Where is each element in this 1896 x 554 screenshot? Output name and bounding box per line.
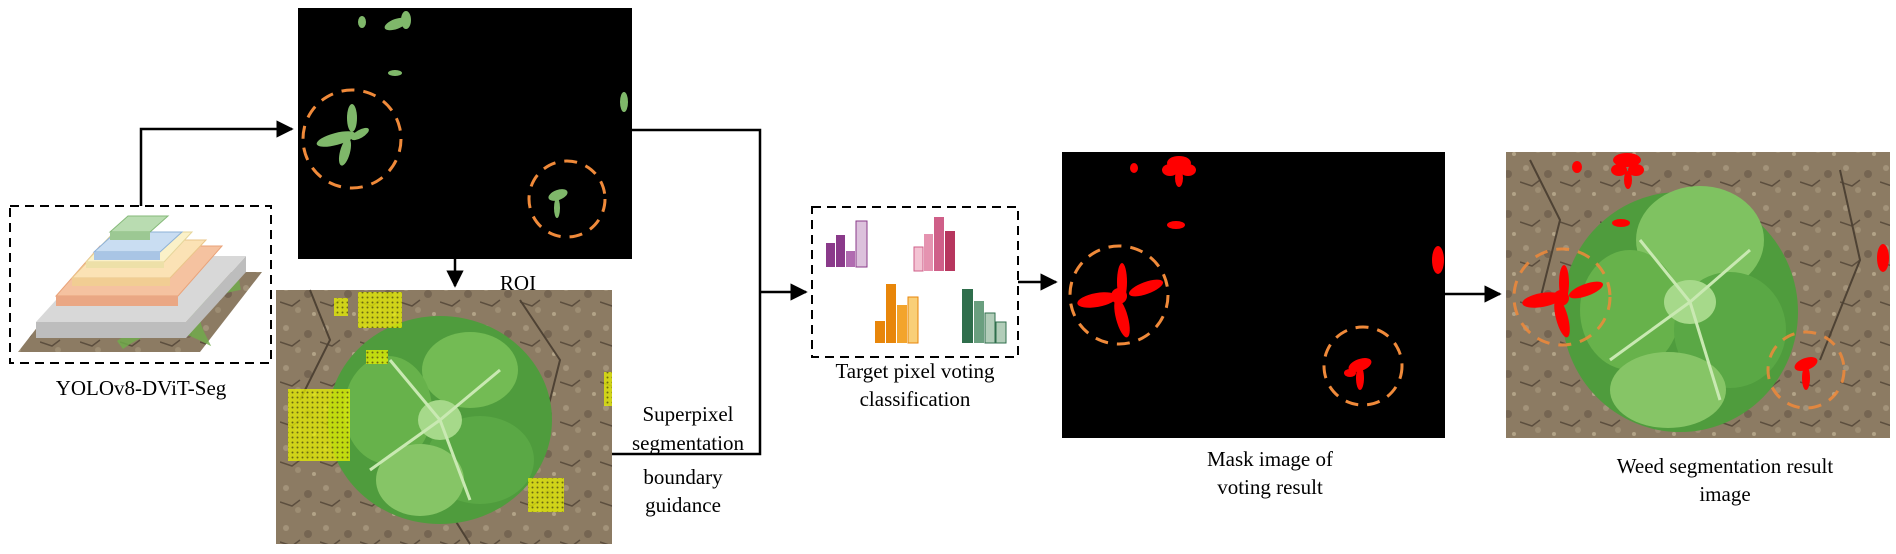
- mask-image: [1062, 152, 1445, 438]
- boundary-label-line2: guidance: [645, 493, 721, 517]
- lettuce-shape: [328, 316, 552, 524]
- histogram-icon: [826, 220, 868, 268]
- roi-label: ROI: [499, 271, 537, 295]
- histogram-icon: [962, 289, 1007, 344]
- arrow-icon: [632, 128, 762, 292]
- superpixel-image: [276, 289, 612, 545]
- voting-label-line2: classification: [859, 387, 971, 411]
- arrow-icon: [612, 292, 762, 456]
- superpixel-label-line2: segmentation: [632, 431, 744, 455]
- superpixel-label-line1: Superpixel: [642, 402, 734, 426]
- model-box: [9, 205, 272, 364]
- result-label-line1: Weed segmentation result: [1616, 454, 1834, 478]
- model-label: YOLOv8-DViT-Seg: [55, 376, 227, 400]
- mask-label-line2: voting result: [1217, 475, 1323, 499]
- layer-stack-icon: [18, 215, 262, 352]
- dashed-circle-icon: [1068, 244, 1170, 346]
- voting-box: [811, 206, 1019, 358]
- arrow-icon: [139, 120, 294, 206]
- boundary-label-line1: boundary: [643, 465, 723, 489]
- histogram-icon: [913, 217, 955, 272]
- result-image: [1506, 152, 1890, 438]
- dashed-circle-icon: [1322, 325, 1404, 407]
- superpixel-patches: [288, 292, 612, 512]
- mask-label-line1: Mask image of: [1207, 447, 1333, 471]
- dashed-circle-icon: [1512, 247, 1612, 347]
- dashed-circle-icon: [527, 159, 607, 239]
- result-label-line2: image: [1699, 482, 1751, 506]
- dashed-circle-icon: [1766, 330, 1846, 410]
- voting-label-line1: Target pixel voting: [835, 359, 995, 383]
- dashed-circle-icon: [301, 88, 403, 190]
- roi-image: [298, 8, 632, 259]
- histogram-icon: [875, 284, 919, 344]
- flow-arrows: [139, 120, 1502, 456]
- lettuce-shape: [1562, 186, 1798, 432]
